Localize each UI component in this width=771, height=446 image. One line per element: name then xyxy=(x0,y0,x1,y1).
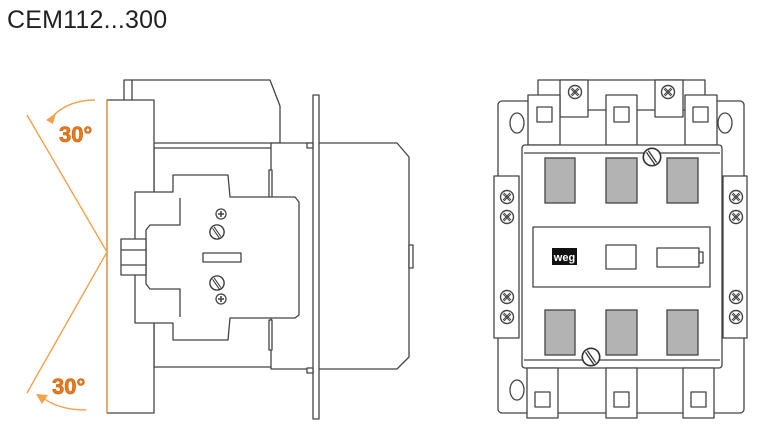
tilt-angle-top-label: 30° xyxy=(59,122,92,147)
aux-slot xyxy=(202,252,242,263)
slotted-screw-icon xyxy=(581,347,601,367)
mounting-hole xyxy=(509,112,525,134)
tilt-angle-bottom-label: 30° xyxy=(52,374,85,399)
side-view: 30° 30° xyxy=(26,79,414,420)
screw-icon xyxy=(728,309,744,325)
coil-label-slot xyxy=(656,247,700,268)
tilt-arc-top xyxy=(51,99,96,118)
contact-windows xyxy=(544,157,699,356)
logo-text: weg xyxy=(553,252,575,264)
screw-icon xyxy=(567,84,583,100)
weg-logo: weg xyxy=(552,248,577,265)
page-title: CEM112...300 xyxy=(7,6,168,34)
screw-icon xyxy=(728,209,744,225)
slotted-screw-icon xyxy=(209,224,225,240)
side-mounting-flange xyxy=(312,94,320,420)
top-terminals xyxy=(527,94,718,146)
screw-icon xyxy=(215,293,227,305)
screw-icon xyxy=(499,289,515,305)
slotted-screw-icon xyxy=(209,275,225,291)
mounting-hole xyxy=(717,112,733,134)
screw-icon xyxy=(499,309,515,325)
aux-tab xyxy=(120,238,147,276)
screw-icon xyxy=(499,209,515,225)
bottom-terminals xyxy=(526,367,715,419)
side-right-tab xyxy=(408,244,414,269)
screw-icon xyxy=(728,189,744,205)
front-view: weg xyxy=(493,79,748,419)
arrow-icon xyxy=(46,113,56,124)
screw-icon xyxy=(215,208,227,220)
slotted-screw-icon xyxy=(642,147,662,167)
tilt-limit-lines xyxy=(26,114,108,394)
arrow-icon xyxy=(36,394,48,404)
screw-icon xyxy=(728,289,744,305)
screw-icon xyxy=(660,84,676,100)
side-coil-housing xyxy=(270,142,410,370)
indicator-window xyxy=(605,244,637,270)
screw-icon xyxy=(499,189,515,205)
mounting-hole xyxy=(509,379,525,401)
